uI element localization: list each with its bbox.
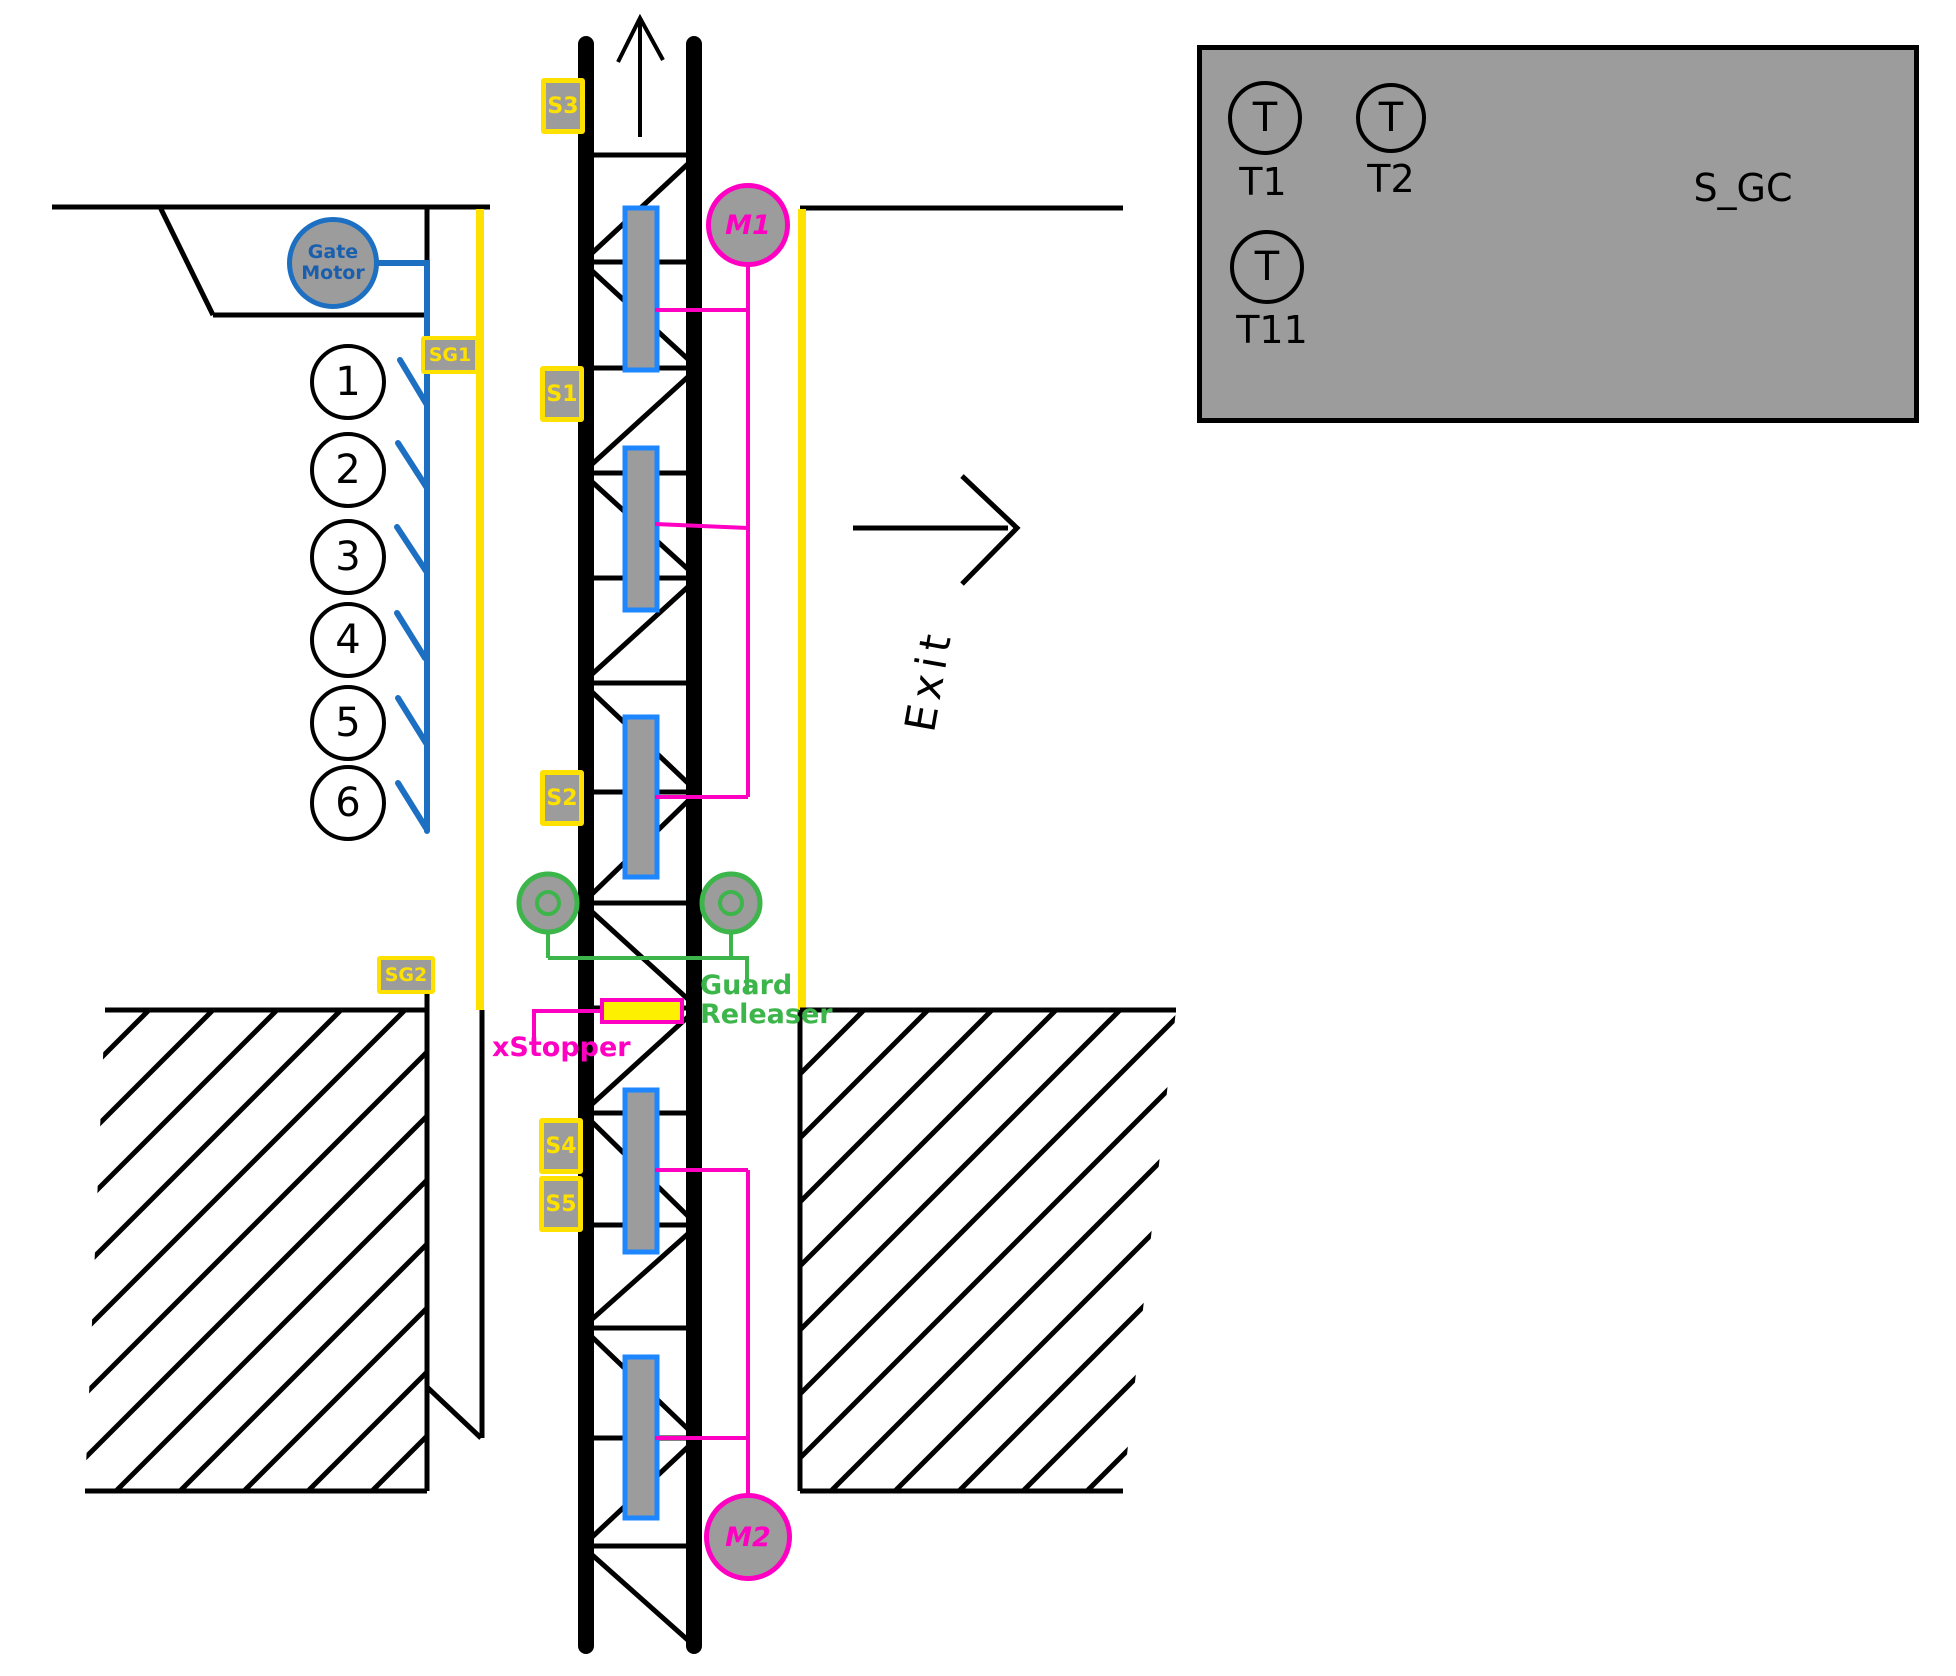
legend-label-t11: T11 <box>1236 308 1308 352</box>
truss-diagonal <box>588 583 692 678</box>
truss-diagonal <box>588 1230 692 1323</box>
station-number-1: 1 <box>310 344 386 420</box>
x-stopper-label: xStopper <box>492 1032 631 1063</box>
wall-hatch-line <box>178 1010 427 1491</box>
legend-label-t2: T2 <box>1367 157 1415 201</box>
station-number-6: 6 <box>310 765 386 841</box>
legend-motor-t1-icon: T <box>1228 81 1302 155</box>
station-slash-5 <box>395 695 429 746</box>
pallet-2 <box>622 445 660 613</box>
wall-hatch-line <box>800 1010 1176 1491</box>
gate-chute <box>425 1010 485 1440</box>
wall-hatch-line <box>85 1010 427 1491</box>
wall-hatch-line <box>242 1010 427 1491</box>
station-slash-1 <box>397 357 430 408</box>
sensor-tag-s4: S4 <box>539 1118 583 1174</box>
station-slash-6 <box>395 780 429 831</box>
wall-hatch-line <box>85 1010 427 1491</box>
motor-m2: M2 <box>704 1493 792 1581</box>
yellow-guide-lines <box>476 209 806 1010</box>
wall-hatch-line <box>800 1010 1176 1491</box>
gate-motor: Gate Motor <box>287 217 379 309</box>
wall-hatch-line <box>800 1010 930 1491</box>
wall-hatch-line <box>85 1010 279 1491</box>
motor-m1: M1 <box>706 183 790 267</box>
guard-releasers <box>516 871 763 993</box>
station-number-3: 3 <box>310 519 386 595</box>
sensor-tag-s3: S3 <box>541 78 585 134</box>
sensor-tag-sg1: SG1 <box>421 336 479 374</box>
wall-hatch-line <box>85 1010 343 1491</box>
wall-hatch-line <box>1085 1010 1176 1491</box>
truss-diagonal <box>588 373 692 468</box>
wall-hatch-line <box>800 1010 994 1491</box>
guard-releaser-label: Guard Releaser <box>700 970 833 1030</box>
stopper-bar <box>600 998 684 1024</box>
pallet-5 <box>622 1354 660 1521</box>
wall-hatch-line <box>85 1010 407 1491</box>
station-number-2: 2 <box>310 432 386 508</box>
legend-label-t1: T1 <box>1239 160 1287 204</box>
conveyor-direction-up-icon <box>616 13 665 137</box>
pallet-3 <box>622 714 660 880</box>
right-wall <box>797 1007 1176 1494</box>
truss-diagonal <box>588 1013 692 1108</box>
wall-hatch-line <box>893 1010 1176 1491</box>
wall-hatch-line <box>800 1010 1058 1491</box>
guard-releaser-right <box>699 871 763 935</box>
legend-motor-t2-icon: T <box>1356 83 1426 153</box>
gate-motor-wiring <box>374 260 430 834</box>
motor-wiring <box>532 265 750 1494</box>
wall-hatch-line <box>85 1010 87 1491</box>
pallet-1 <box>622 205 660 373</box>
wall-hatch-line <box>306 1010 427 1491</box>
pallets <box>622 205 660 1521</box>
legend-box <box>1197 45 1919 423</box>
wall-hatch-line <box>1021 1010 1176 1491</box>
wall-hatch-line <box>829 1010 1176 1491</box>
gate-recess-outline <box>52 204 490 1012</box>
sensor-tag-s1: S1 <box>540 366 584 422</box>
wall-hatch-line <box>114 1010 427 1491</box>
wall-hatch-line <box>1149 1010 1176 1491</box>
wall-hatch-line <box>957 1010 1176 1491</box>
guard-releaser-left <box>516 871 580 935</box>
sensor-tag-sg2: SG2 <box>377 956 435 994</box>
wall-hatch-line <box>800 1010 802 1491</box>
legend-label-s-gc: S_GC <box>1693 166 1793 210</box>
station-slash-4 <box>394 610 428 661</box>
wall-hatch-line <box>800 1010 1122 1491</box>
stopper-lead-line <box>532 1009 602 1042</box>
station-slash-3 <box>394 524 429 574</box>
truss-diagonal <box>588 908 692 1003</box>
station-slash-2 <box>395 440 430 491</box>
sensor-tag-s2: S2 <box>540 770 584 826</box>
station-number-5: 5 <box>310 685 386 761</box>
legend-motor-t11-icon: T <box>1230 230 1304 304</box>
wall-hatch-line <box>85 1010 215 1491</box>
exit-arrow-icon <box>853 474 1021 586</box>
pallet-4 <box>622 1087 660 1255</box>
truss-diagonal <box>588 1551 692 1644</box>
left-wall <box>85 1007 430 1494</box>
station-number-4: 4 <box>310 602 386 678</box>
sensor-tag-s5: S5 <box>539 1176 583 1232</box>
